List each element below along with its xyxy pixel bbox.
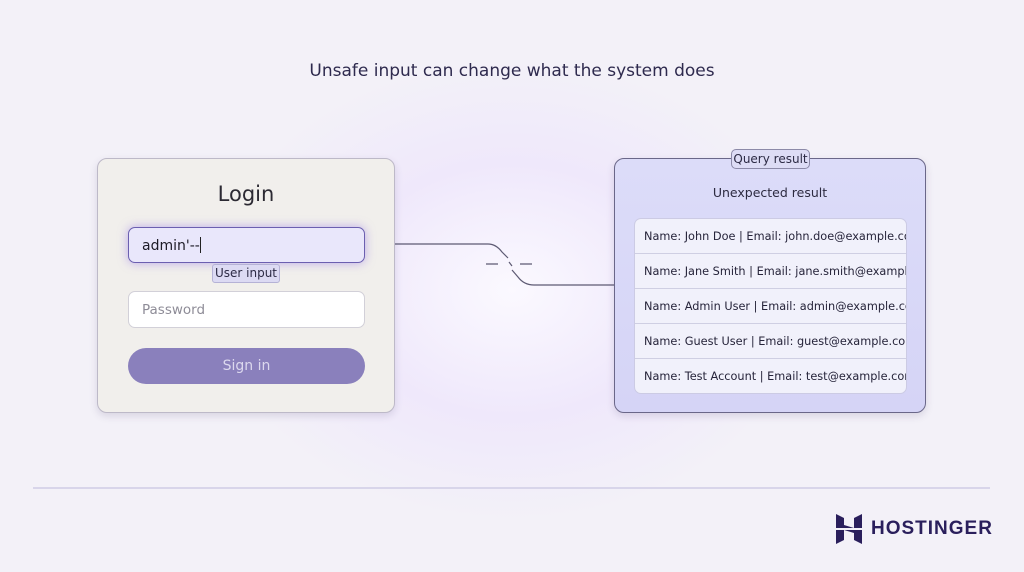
result-heading: Unexpected result [712, 185, 828, 200]
query-result-tag: Query result [731, 149, 810, 169]
text-caret [199, 237, 201, 253]
hostinger-wordmark: HOSTINGER [871, 518, 993, 539]
diagram-title: Unsafe input can change what the system … [309, 61, 715, 81]
login-title: Login [217, 182, 275, 206]
list-item: Name: John Doe | Email: john.doe@example… [635, 219, 906, 254]
username-value: admin'-- [142, 238, 200, 254]
divider [33, 487, 990, 489]
user-input-label: User input [212, 264, 280, 283]
list-item: Name: Test Account | Email: test@example… [644, 370, 907, 383]
sign-in-button[interactable]: Sign in [128, 348, 365, 384]
login-card: Login admin'-- User input Password Sign … [97, 158, 395, 413]
list-item: Name: Jane Smith | Email: jane.smith@exa… [635, 254, 906, 289]
hostinger-logo-icon [836, 514, 862, 544]
username-input[interactable]: admin'-- [128, 227, 365, 263]
result-list: Name: John Doe | Email: john.doe@example… [634, 218, 907, 394]
list-item: Name: Admin User | Email: admin@example.… [635, 289, 906, 324]
password-input[interactable]: Password [128, 291, 365, 328]
hostinger-logo: HOSTINGER [836, 514, 993, 544]
list-item: Name: Guest User | Email: guest@example.… [635, 324, 906, 359]
query-result-card: Unexpected result Name: John Doe | Email… [614, 158, 926, 413]
